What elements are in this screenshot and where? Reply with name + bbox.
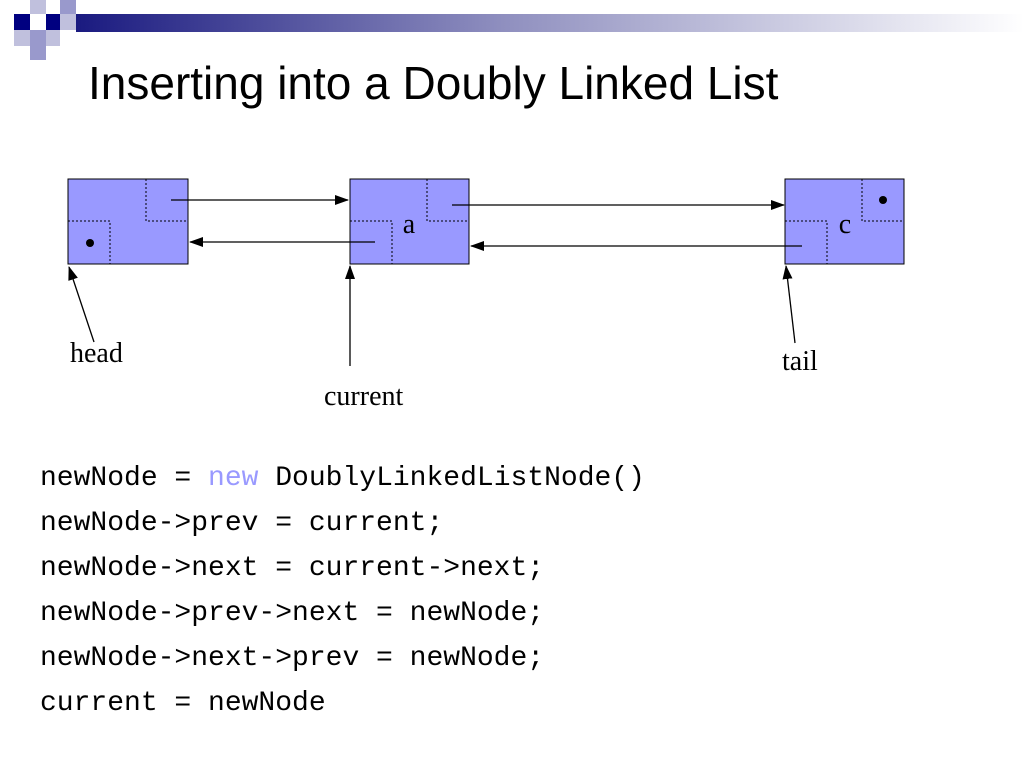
corner-squares [0, 0, 76, 60]
code-line-2: newNode->prev = current; [40, 508, 444, 539]
code-text: DoublyLinkedListNode() [258, 463, 645, 494]
list-node-a: a [349, 178, 470, 265]
code-line-5: newNode->next->prev = newNode; [40, 643, 545, 674]
current-label: current [324, 381, 404, 412]
null-pointer-dot [879, 196, 887, 204]
header-decoration [0, 0, 1024, 60]
header-gradient-bar [76, 14, 1024, 32]
code-line-4: newNode->prev->next = newNode; [40, 598, 545, 629]
code-listing: newNode = new DoublyLinkedListNode() new… [40, 456, 645, 726]
head-pointer-arrow [68, 266, 95, 343]
code-text: newNode = [40, 463, 209, 494]
list-node-head [67, 178, 189, 265]
keyword-new: new [208, 463, 259, 494]
null-pointer-dot [86, 239, 94, 247]
tail-pointer-arrow [782, 265, 796, 344]
tail-label: tail [782, 346, 818, 377]
head-label: head [70, 338, 123, 369]
node-c-value: c [839, 209, 851, 240]
node-a-value: a [403, 209, 416, 240]
code-line-3: newNode->next = current->next; [40, 553, 545, 584]
list-node-c: c [784, 178, 905, 265]
code-line-1: newNode = new DoublyLinkedListNode() [40, 456, 645, 501]
slide-title: Inserting into a Doubly Linked List [88, 57, 779, 109]
code-line-6: current = newNode [40, 688, 326, 719]
linked-list-diagram: a c head current tail [67, 178, 905, 412]
